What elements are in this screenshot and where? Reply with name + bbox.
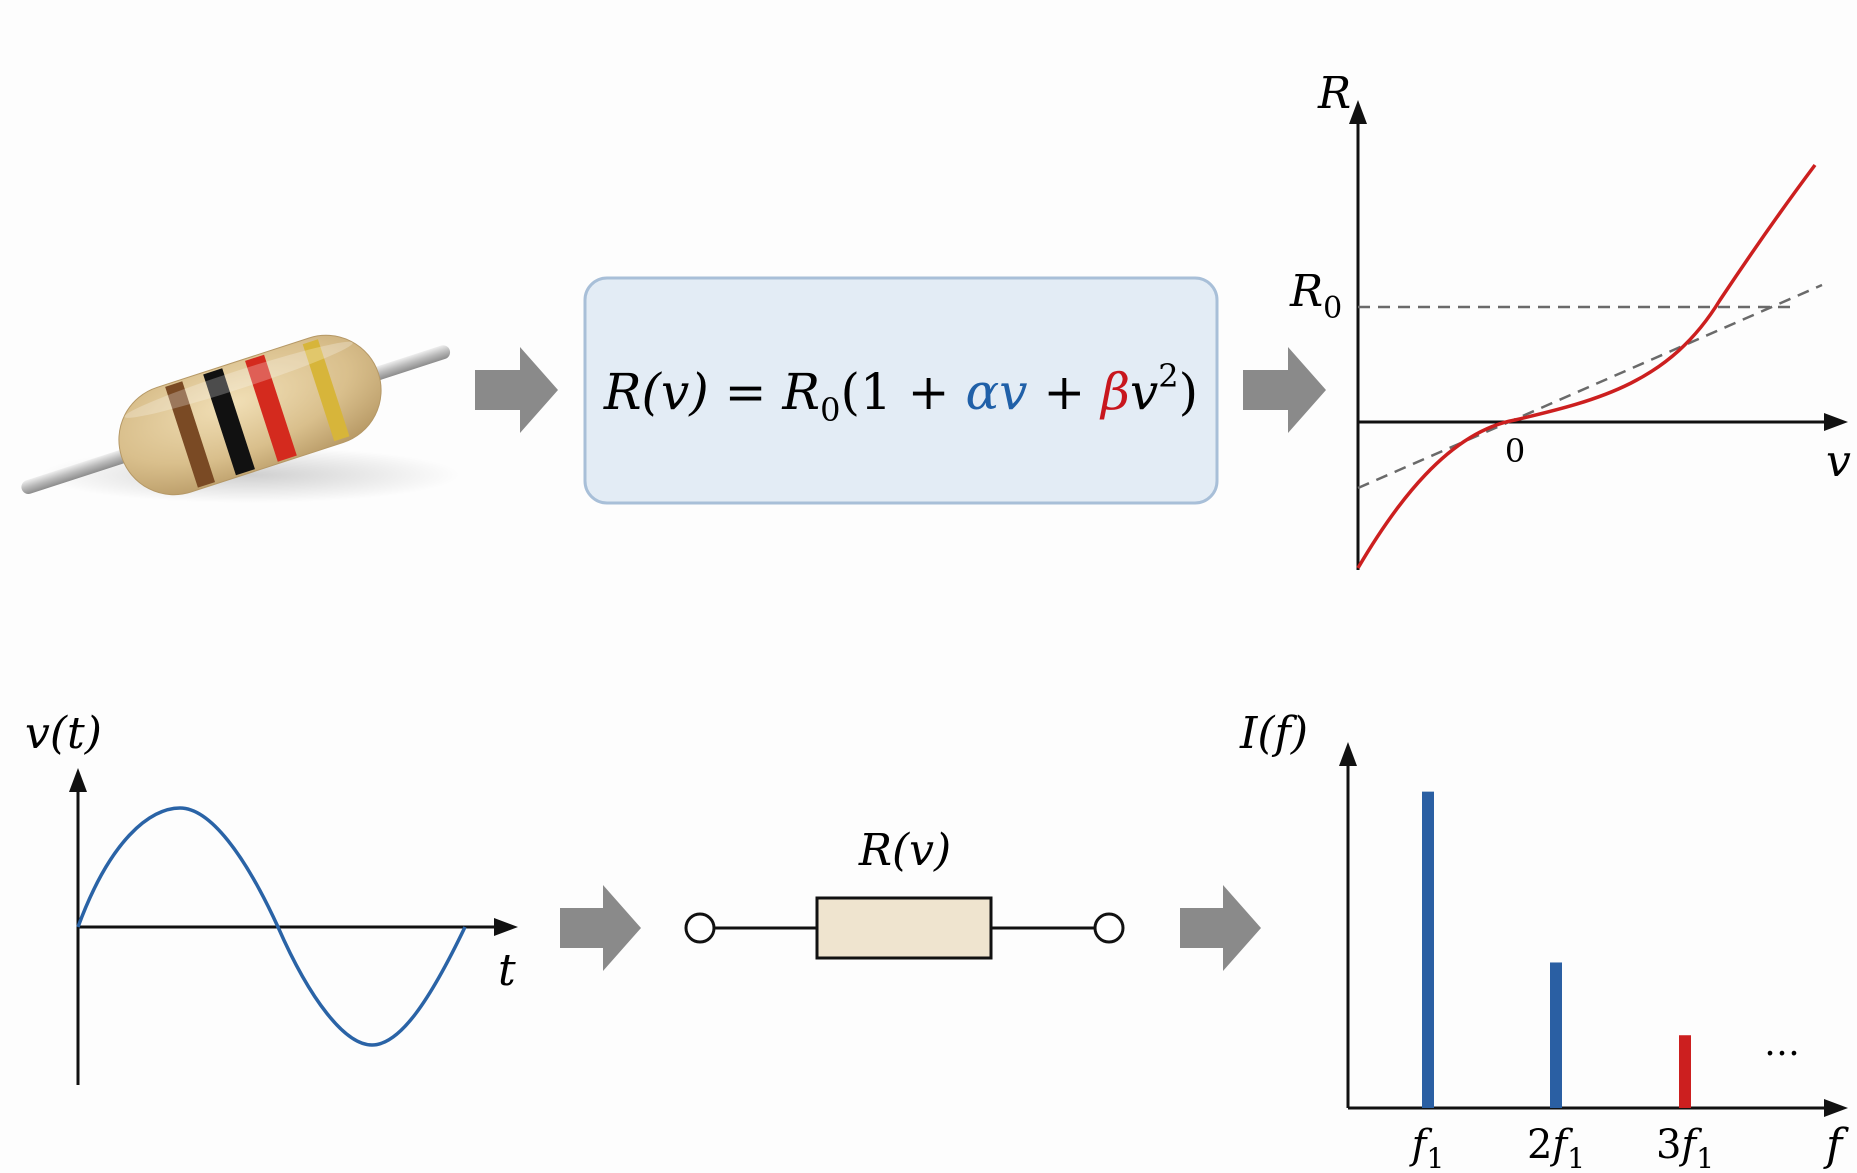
terminal-right	[1093, 912, 1125, 944]
resistor-band-red	[245, 354, 297, 462]
v-axis-label: v	[1826, 436, 1851, 487]
nonlinear-resistance-curve	[1356, 163, 1817, 569]
time-axis-arrowhead	[494, 918, 518, 936]
r-axis-arrowhead	[1349, 100, 1367, 124]
current-axis-label: I(f)	[1239, 708, 1308, 759]
formula-box: R(v) = R0(1 + αv + βv2)	[583, 276, 1219, 505]
ellipsis: …	[1764, 1023, 1800, 1064]
resistor-highlight	[124, 341, 353, 418]
arrow-right-icon	[1243, 347, 1326, 433]
origin-label: 0	[1505, 432, 1525, 470]
sine-wave	[76, 806, 467, 1047]
spectrum-bar-2f1	[1550, 962, 1562, 1108]
current-spectrum-chart: f1 2f1 3f1 I(f) f …	[1239, 708, 1849, 1173]
resistor-band-black	[203, 368, 255, 476]
spectrum-bar-f1	[1422, 791, 1434, 1108]
tick-label-2f1: 2f1	[1527, 1122, 1585, 1173]
resistance-formula: R(v) = R0(1 + αv + βv2)	[603, 357, 1198, 429]
voltage-axis-label: v(t)	[25, 708, 102, 759]
frequency-axis-label: f	[1823, 1120, 1849, 1171]
resistance-vs-voltage-plot: R v R0 0	[1289, 68, 1851, 570]
resistor-band-brown	[165, 381, 216, 488]
input-voltage-plot: v(t) t	[25, 708, 518, 1085]
resistor-band-gold	[302, 339, 350, 442]
terminal-left	[684, 912, 716, 944]
current-axis-arrowhead	[1339, 742, 1357, 766]
voltage-axis-arrowhead	[69, 768, 87, 792]
nonlinear-resistor-symbol: R(v)	[684, 825, 1125, 960]
resistor-box	[815, 896, 993, 960]
tick-label-3f1: 3f1	[1656, 1122, 1714, 1173]
v-axis-arrowhead	[1824, 413, 1848, 431]
resistor-symbol-label: R(v)	[858, 825, 951, 876]
arrow-right-icon	[560, 885, 641, 971]
r-axis-label: R	[1317, 68, 1351, 119]
time-axis-label: t	[498, 945, 516, 996]
linear-approximation-line	[1357, 283, 1823, 490]
spectrum-bar-3f1	[1679, 1035, 1691, 1108]
arrow-right-icon	[475, 347, 558, 433]
arrow-right-icon	[1180, 885, 1261, 971]
tick-label-f1: f1	[1409, 1122, 1445, 1173]
resistor-illustration	[21, 334, 460, 503]
r0-label: R0	[1289, 266, 1342, 326]
frequency-axis-arrowhead	[1824, 1099, 1848, 1117]
